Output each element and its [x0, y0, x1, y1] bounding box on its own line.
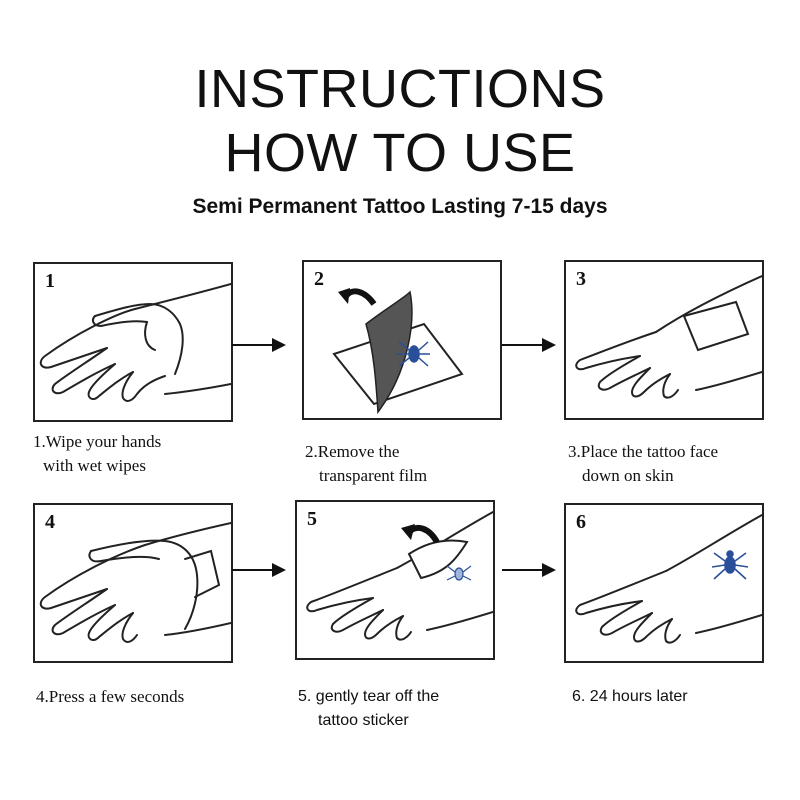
- step-2-number: 2: [314, 268, 324, 290]
- step-2-panel: 2: [302, 260, 502, 420]
- step-2-caption: 2.Remove the transparent film: [305, 440, 427, 488]
- spider-tattoo-icon: [446, 565, 472, 581]
- spider-tattoo-icon: [711, 550, 749, 580]
- step-2-caption-line-2: transparent film: [319, 466, 428, 485]
- step-1-caption: 1.Wipe your hands with wet wipes: [33, 430, 161, 478]
- step-5-caption-line-1: 5. gently tear off the: [298, 688, 440, 705]
- step-4-panel: 4: [33, 503, 233, 663]
- step-3-caption-line-1: 3.Place the tattoo face: [568, 442, 719, 461]
- step-5-number: 5: [307, 508, 317, 530]
- right-arrow-icon: [232, 338, 286, 352]
- press-illustration: [39, 522, 231, 643]
- step-1-caption-line-2: with wet wipes: [43, 456, 146, 475]
- spider-tattoo-icon: [397, 341, 430, 367]
- title-line-2: HOW TO USE: [224, 123, 576, 183]
- step-4-number: 4: [45, 511, 55, 533]
- step-2-caption-line-1: 2.Remove the: [305, 442, 400, 461]
- right-arrow-icon: [232, 563, 286, 577]
- hand-wipe-illustration: [39, 283, 231, 402]
- step-1-caption-line-1: 1.Wipe your hands: [33, 432, 162, 451]
- step-4-caption-line-1: 4.Press a few seconds: [36, 687, 185, 706]
- step-3-caption-line-2: down on skin: [582, 466, 674, 485]
- right-arrow-icon: [502, 563, 556, 577]
- result-illustration: [575, 514, 762, 644]
- step-5-caption-line-2: tattoo sticker: [318, 712, 409, 729]
- step-6-number: 6: [576, 511, 586, 533]
- subtitle: Semi Permanent Tattoo Lasting 7-15 days: [192, 195, 608, 218]
- step-6-caption: 6. 24 hours later: [572, 685, 688, 709]
- right-arrow-icon: [502, 338, 556, 352]
- tear-off-illustration: [306, 511, 493, 641]
- step-1-number: 1: [45, 270, 55, 292]
- step-3-number: 3: [576, 268, 586, 290]
- step-4-caption: 4.Press a few seconds: [36, 685, 184, 709]
- step-5-panel: 5: [295, 500, 495, 660]
- curved-arrow-icon: [343, 288, 377, 306]
- place-tattoo-illustration: [575, 275, 762, 399]
- step-3-panel: 3: [564, 260, 764, 420]
- step-6-panel: 6: [564, 503, 764, 663]
- title-line-1: INSTRUCTIONS: [194, 59, 606, 119]
- step-5-caption: 5. gently tear off the tattoo sticker: [298, 685, 439, 733]
- film-peel-illustration: [332, 288, 464, 415]
- step-1-panel: 1: [33, 262, 233, 422]
- transparent-film-icon: [365, 290, 413, 415]
- step-6-caption-line-1: 6. 24 hours later: [572, 688, 688, 705]
- step-3-caption: 3.Place the tattoo face down on skin: [568, 440, 718, 488]
